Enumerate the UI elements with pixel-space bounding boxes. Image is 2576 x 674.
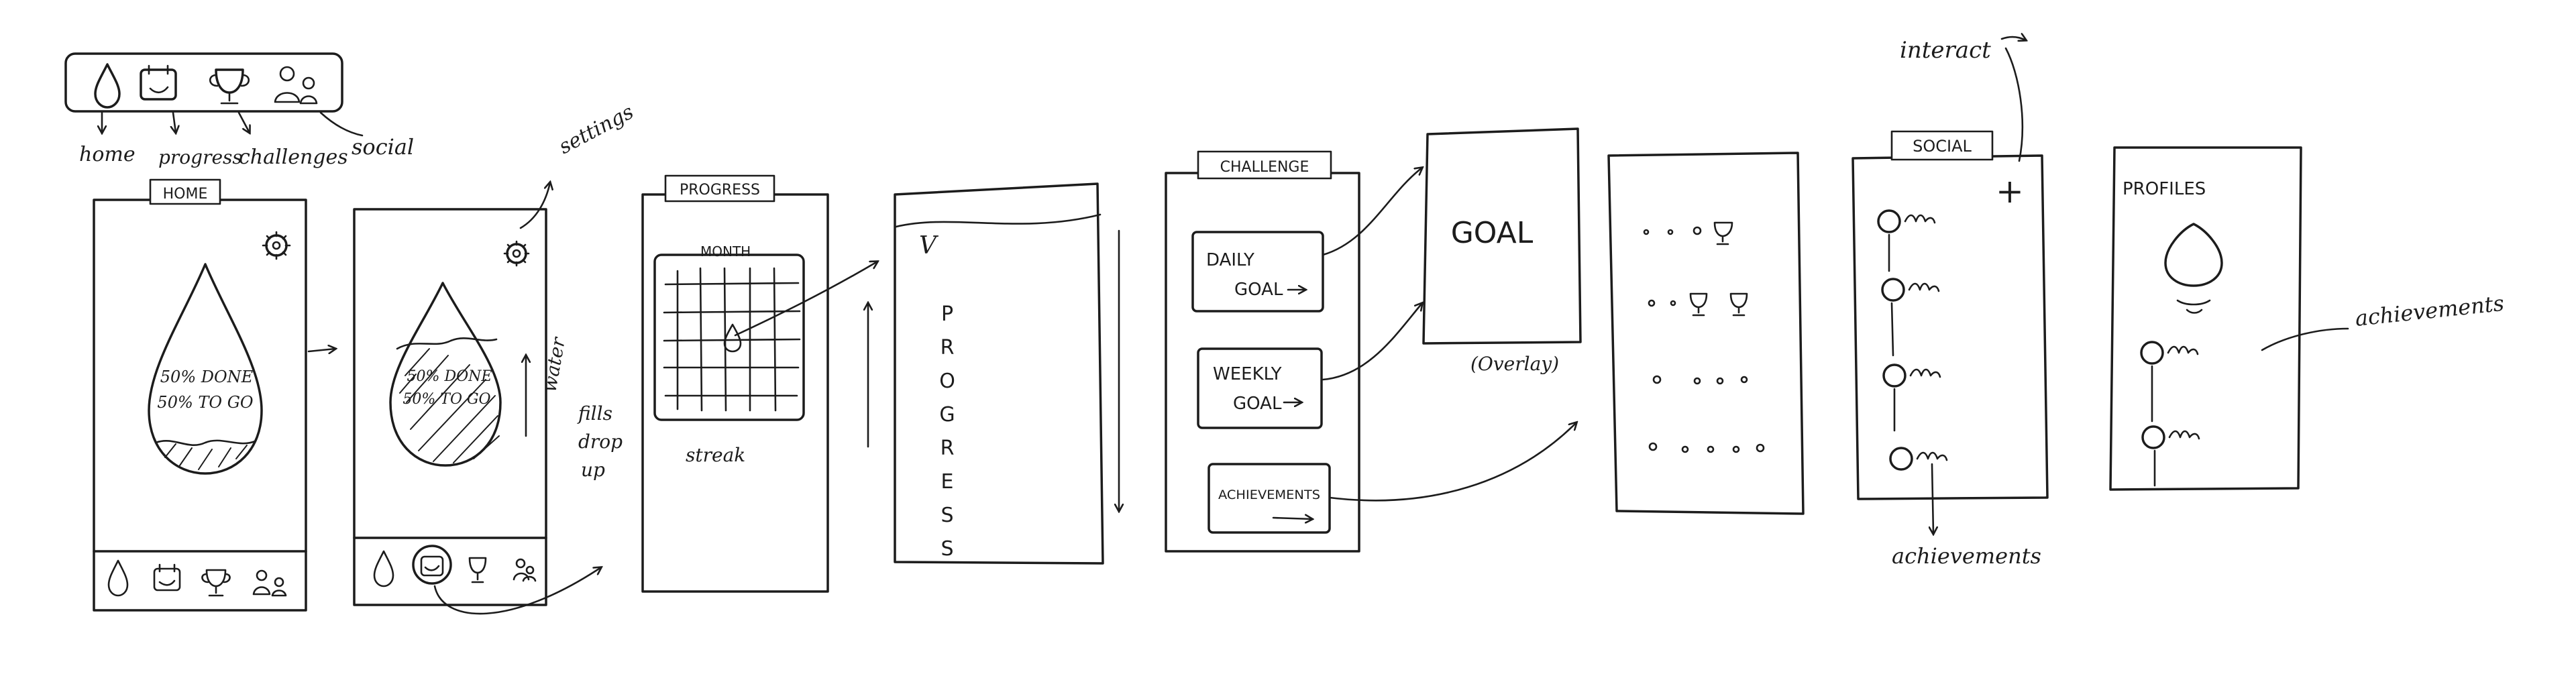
profiles-screen: PROFILES achievements [2109, 146, 2506, 491]
avatar [1882, 363, 1907, 388]
trophy-icon[interactable] [1729, 292, 1748, 317]
progress-screen: PROGRESS MONTH streak [641, 174, 877, 593]
legend-label-home: home [79, 143, 136, 166]
water-drop-icon [94, 63, 121, 109]
achievements-row [1648, 442, 1765, 453]
achievements-row [1643, 221, 1733, 245]
goal-overlay-caption: (Overlay) [1470, 353, 1559, 375]
nav-legend: home progress challenges social [64, 52, 414, 169]
weekly-goal-button[interactable]: WEEKLY GOAL [1197, 347, 1323, 429]
svg-text:E: E [941, 470, 954, 494]
trophy-icon[interactable] [468, 557, 487, 583]
vertical-progress-label: P R O G R E S S [939, 302, 955, 561]
calendar-month-label: MONTH [700, 243, 751, 260]
daily-goal-button[interactable]: DAILY GOAL [1191, 231, 1324, 313]
list-item[interactable] [1889, 447, 1948, 471]
detail-check-mark[interactable]: V [919, 232, 939, 260]
trophy-icon[interactable] [201, 569, 231, 597]
add-friend-button[interactable]: + [1996, 172, 2024, 211]
drop-fill-screen: settings 50% DONE 50% TO GO water fills … [353, 100, 637, 615]
friend-list [1877, 209, 1948, 471]
avatar [1889, 447, 1913, 471]
home-screen: HOME 50% DONE 50% TO GO [93, 178, 307, 612]
profiles-title: PROFILES [2123, 179, 2206, 199]
svg-text:DAILY: DAILY [1206, 250, 1254, 270]
list-item[interactable] [1877, 209, 1936, 233]
settings-label: settings [555, 100, 637, 159]
social-screen: SOCIAL + interact [1851, 37, 2049, 569]
svg-text:G: G [939, 403, 955, 427]
svg-text:up: up [581, 459, 605, 481]
svg-text:GOAL: GOAL [1233, 394, 1282, 414]
trophy-icon[interactable] [1713, 221, 1733, 245]
achievements-row [1652, 375, 1748, 385]
people-icon[interactable] [513, 558, 537, 582]
gear-icon[interactable] [503, 240, 530, 267]
svg-text:fills: fills [577, 402, 612, 425]
svg-text:GOAL: GOAL [1234, 280, 1283, 300]
month-calendar[interactable] [653, 254, 805, 421]
legend-label-progress: progress [158, 146, 242, 168]
achievements-row [1648, 292, 1748, 317]
list-item[interactable] [1882, 363, 1941, 388]
profiles-achievements-label: achievements [2354, 290, 2506, 331]
svg-text:ACHIEVEMENTS: ACHIEVEMENTS [1218, 488, 1320, 502]
svg-text:S: S [941, 504, 953, 527]
home-drop-done: 50% DONE [160, 368, 254, 386]
home-tab-label: HOME [163, 186, 208, 203]
svg-text:S: S [941, 537, 953, 561]
interact-label: interact [1900, 37, 1991, 64]
avatar [1877, 209, 1901, 233]
list-item[interactable] [2140, 341, 2199, 365]
legend-label-social: social [352, 134, 414, 160]
challenge-screen: CHALLENGE DAILY GOAL WEEKLY GOAL ACHIEVE… [1165, 150, 1576, 553]
social-tab-label: SOCIAL [1913, 137, 1972, 156]
people-icon [274, 66, 318, 105]
people-icon[interactable] [252, 569, 287, 597]
fill-drop-done: 50% DONE [407, 368, 492, 385]
calendar-icon [140, 64, 177, 101]
water-drop-icon[interactable] [373, 550, 394, 587]
svg-text:P: P [941, 302, 953, 326]
progress-detail-screen: V P R O G R E S S [894, 182, 1119, 565]
calendar-icon[interactable] [420, 555, 444, 577]
water-drop [148, 263, 263, 475]
home-bottom-nav [107, 559, 287, 597]
svg-text:R: R [941, 437, 955, 460]
challenge-tab-label: CHALLENGE [1220, 159, 1309, 176]
home-drop-togo: 50% TO GO [157, 393, 253, 412]
water-drop-icon [723, 323, 742, 353]
fill-bottom-nav [373, 545, 537, 587]
list-item[interactable] [2141, 425, 2200, 449]
progress-tab-highlight[interactable] [412, 545, 452, 585]
gear-icon [262, 231, 291, 260]
goal-overlay[interactable]: GOAL (Overlay) [1422, 127, 1582, 375]
calendar-icon[interactable] [153, 563, 181, 592]
water-drop-icon[interactable] [107, 559, 129, 597]
profile-achievement-list [2140, 341, 2200, 487]
achievement-badge [2140, 341, 2164, 365]
achievement-badge [2141, 425, 2165, 449]
list-item[interactable] [1881, 278, 1940, 302]
achievements-button[interactable]: ACHIEVEMENTS [1208, 463, 1331, 534]
progress-tab-label: PROGRESS [680, 182, 760, 199]
fill-drop-togo: 50% TO GO [402, 391, 490, 408]
social-achievements-label: achievements [1892, 543, 2041, 569]
water-fills-note: water fills drop up [538, 335, 623, 481]
svg-text:R: R [941, 336, 955, 359]
legend-label-challenges: challenges [239, 146, 348, 169]
profile-avatar[interactable] [2164, 223, 2223, 287]
goal-overlay-title: GOAL [1451, 216, 1534, 250]
achievements-grid-screen [1607, 152, 1805, 515]
svg-text:drop: drop [578, 431, 623, 453]
water-drop-filled [389, 282, 502, 467]
trophy-icon[interactable] [1689, 292, 1708, 317]
svg-text:O: O [939, 370, 955, 393]
svg-text:water: water [538, 335, 570, 394]
avatar [1881, 278, 1905, 302]
trophy-icon [209, 68, 250, 105]
streak-label: streak [686, 444, 745, 466]
svg-text:WEEKLY: WEEKLY [1213, 364, 1282, 384]
